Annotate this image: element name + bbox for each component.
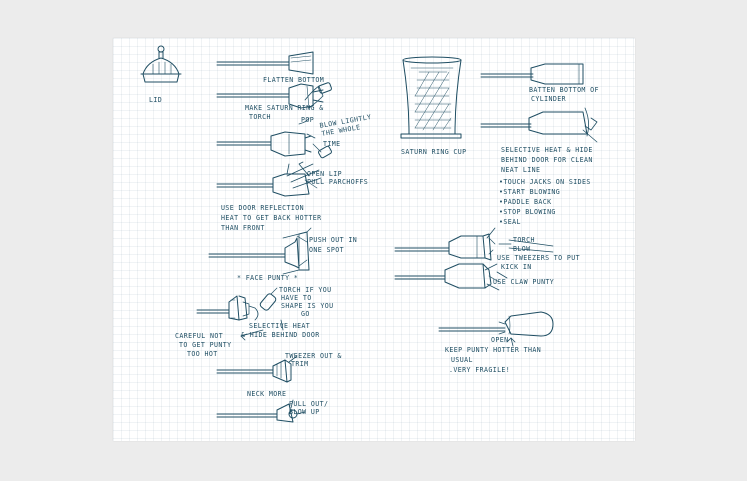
- careful-label-1: CAREFUL NOT: [175, 332, 223, 340]
- torch-struck-label: TORCH: [513, 236, 535, 244]
- tweezer-kick-drawing: [449, 234, 495, 260]
- open-label: OPEN: [491, 336, 508, 344]
- push-out-drawing: [283, 228, 311, 274]
- push-out-label-2: ONE SPOT: [309, 246, 344, 254]
- use-tweezers-label-1: USE TWEEZERS TO PUT: [497, 254, 580, 262]
- selective-heat-2-label-1: SELECTIVE HEAT & HIDE: [501, 146, 593, 154]
- tweezer-trim-drawing: [273, 360, 291, 382]
- batten-bottom-drawing: [531, 64, 583, 84]
- selective-heat-label-1: SELECTIVE HEAT: [249, 322, 310, 330]
- careful-label-3: TOO HOT: [187, 350, 218, 358]
- bullet-seal: •SEAL: [499, 218, 521, 226]
- saturn-ring-label-1: MAKE SATURN RING &: [245, 104, 324, 112]
- torch-shape-label-4: GO: [301, 310, 310, 318]
- keep-punty-label-1: KEEP PUNTY HOTTER THAN: [445, 346, 541, 354]
- use-claw-label: USE CLAW PUNTY: [493, 278, 554, 286]
- claw-punty-drawing: [445, 264, 499, 290]
- pull-out-label-2: BLOW UP: [289, 408, 320, 416]
- batten-label-1: BATTEN BOTTOM OF: [529, 86, 599, 94]
- blow-label-3: TIME: [323, 140, 340, 148]
- saturn-ring-label-2: TORCH: [249, 113, 271, 121]
- face-punty-drawing: [229, 288, 277, 320]
- open-lip-label-2: PULL PARCHOFFS: [307, 178, 368, 186]
- open-vessel-drawing: [499, 312, 553, 336]
- flatten-bottom-drawing: [289, 52, 313, 74]
- push-out-label-1: PUSH OUT IN: [309, 236, 357, 244]
- door-label-2: HEAT TO GET BACK HOTTER: [221, 214, 322, 222]
- cylinder-heat-drawing: [529, 108, 597, 142]
- face-punty-label: * FACE PUNTY *: [237, 274, 298, 282]
- careful-label-2: TO GET PUNTY: [179, 341, 231, 349]
- keep-punty-label-2: USUAL: [451, 356, 473, 364]
- door-label-1: USE DOOR REFLECTION: [221, 204, 304, 212]
- selective-heat-label-2: & HIDE BEHIND DOOR: [241, 331, 320, 339]
- batten-label-2: CYLINDER: [531, 95, 566, 103]
- lid-drawing: [141, 46, 181, 82]
- tweezer-label-2: TRIM: [291, 360, 308, 368]
- saturn-ring-cup-drawing: [401, 57, 461, 138]
- bullet-start-blowing: •START BLOWING: [499, 188, 560, 196]
- lid-label: LID: [149, 96, 162, 104]
- use-tweezers-label-2: KICK IN: [501, 263, 532, 271]
- bullet-paddle-back: •PADDLE BACK: [499, 198, 551, 206]
- door-label-3: THAN FRONT: [221, 224, 265, 232]
- bullet-stop-blowing: •STOP BLOWING: [499, 208, 556, 216]
- flatten-bottom-label: FLATTEN BOTTOM: [263, 76, 324, 84]
- neck-more-label: NECK MORE: [247, 390, 286, 398]
- selective-heat-2-label-3: NEAT LINE: [501, 166, 540, 174]
- left-column-pipes: [197, 62, 289, 417]
- saturn-ring-cup-label: SATURN RING CUP: [401, 148, 467, 156]
- keep-punty-label-3: .VERY FRAGILE!: [449, 366, 510, 374]
- selective-heat-2-label-2: BEHIND DOOR FOR CLEAN: [501, 156, 593, 164]
- blow-struck-label: BLOW: [513, 245, 530, 253]
- pop-label: POP: [301, 116, 314, 124]
- sketchbook-page: LID FLATTEN BOTTOM MAKE SATURN RING & TO…: [113, 38, 635, 441]
- bullet-touch-jacks: •TOUCH JACKS ON SIDES: [499, 178, 591, 186]
